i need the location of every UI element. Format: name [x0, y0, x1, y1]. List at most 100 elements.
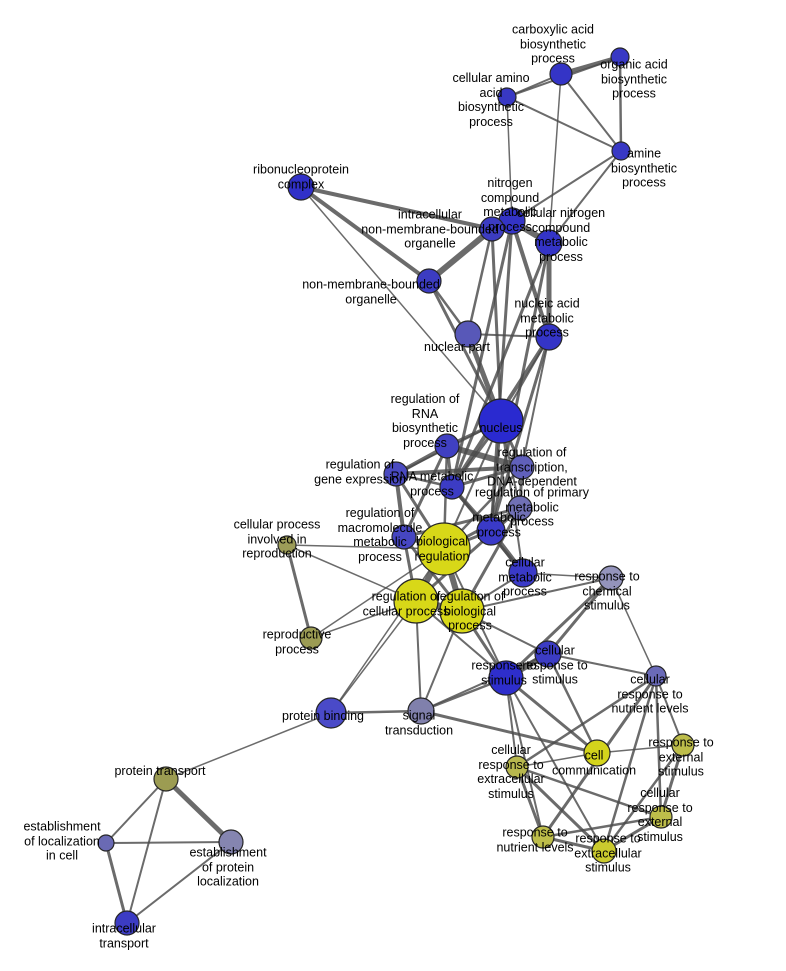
node-regulation-of-primary-metabolic-process[interactable] — [507, 495, 533, 521]
node-cell-communication[interactable] — [583, 739, 611, 767]
edge-cellular-response-to-stimulus--response-to-chemical-stimulus[interactable] — [546, 576, 613, 656]
node-cellular-response-to-extracellular-stimulus[interactable] — [505, 755, 529, 779]
edge-establishment-of-localization-in-cell--establishment-of-protein-localization[interactable] — [105, 841, 232, 844]
edge-nucleus--cellular-metabolic-process[interactable] — [500, 420, 524, 574]
node-metabolic-process[interactable] — [476, 516, 506, 546]
edge-cellular-process-involved-in-reproduction--reproductive-process[interactable] — [285, 543, 313, 640]
edge-non-membrane-bounded-organelle--nucleus[interactable] — [427, 279, 503, 423]
edge-cellular-response-to-nutrient-levels--cellular-response-to-external-stimulus[interactable] — [654, 674, 663, 819]
edge-signal-transduction--cell-communication[interactable] — [419, 709, 599, 755]
edge-ribonucleoprotein-complex--nucleus[interactable] — [300, 186, 502, 422]
edge-intracellular-non-membrane-bounded-organelle--nuclear-part[interactable] — [466, 227, 494, 336]
edge-cellular-response-to-nutrient-levels--response-to-external-stimulus[interactable] — [655, 675, 684, 746]
edge-response-to-stimulus--response-to-chemical-stimulus[interactable] — [504, 576, 613, 680]
edge-cellular-response-to-stimulus--cell-communication[interactable] — [546, 652, 599, 755]
node-organic-acid-biosynthetic-process[interactable] — [610, 47, 630, 67]
edge-protein-transport--establishment-of-localization-in-cell[interactable] — [105, 778, 167, 844]
node-ribonucleoprotein-complex[interactable] — [287, 173, 315, 201]
node-response-to-stimulus[interactable] — [488, 660, 524, 696]
edge-nitrogen-compound-metabolic-process--rna-metabolic-process[interactable] — [450, 219, 514, 489]
edge-protein-transport--establishment-of-protein-localization[interactable] — [163, 776, 234, 845]
node-establishment-of-localization-in-cell[interactable] — [97, 834, 115, 852]
node-biological-regulation[interactable] — [417, 522, 471, 576]
edge-ribonucleoprotein-complex--intracellular-non-membrane-bounded-organelle[interactable] — [299, 185, 494, 231]
node-nuclear-part[interactable] — [454, 320, 482, 348]
node-response-to-extracellular-stimulus[interactable] — [591, 838, 617, 864]
edge-cellular-response-to-stimulus--signal-transduction[interactable] — [420, 653, 549, 712]
edge-response-to-stimulus--response-to-extracellular-stimulus[interactable] — [505, 677, 605, 852]
node-cellular-response-to-stimulus[interactable] — [534, 640, 562, 668]
edge-cellular-response-to-stimulus--cellular-response-to-nutrient-levels[interactable] — [547, 653, 657, 677]
node-cellular-response-to-external-stimulus[interactable] — [649, 805, 673, 829]
edge-establishment-of-protein-localization--intracellular-transport[interactable] — [126, 841, 232, 924]
edge-cellular-response-to-nutrient-levels--cellular-response-to-extracellular-stimulus[interactable] — [515, 674, 658, 769]
edge-response-to-nutrient-levels--cellular-response-to-external-stimulus[interactable] — [541, 815, 663, 839]
edge-carboxylic-acid-biosynthetic-process--cellular-nitrogen-compound-metabolic-process[interactable] — [548, 73, 562, 244]
edge-response-to-chemical-stimulus--cellular-metabolic-process[interactable] — [522, 572, 612, 579]
edge-response-to-chemical-stimulus--cellular-response-to-nutrient-levels[interactable] — [610, 577, 657, 677]
edge-response-to-external-stimulus--cell-communication[interactable] — [596, 744, 684, 754]
node-protein-transport[interactable] — [153, 766, 179, 792]
node-cellular-process-involved-in-reproduction[interactable] — [277, 535, 297, 555]
edge-ribonucleoprotein-complex--non-membrane-bounded-organelle[interactable] — [299, 185, 431, 283]
edge-cellular-amino-acid-biosynthetic-process--amine-biosynthetic-process[interactable] — [506, 96, 622, 152]
node-cellular-nitrogen-compound-metabolic-process[interactable] — [535, 229, 563, 257]
edge-response-to-external-stimulus--cellular-response-to-external-stimulus[interactable] — [659, 743, 685, 819]
node-establishment-of-protein-localization[interactable] — [218, 829, 244, 855]
node-reproductive-process[interactable] — [299, 626, 323, 650]
edge-regulation-of-primary-metabolic-process--regulation-of-macromolecule-metabolic-process[interactable] — [402, 506, 522, 539]
edge-response-to-stimulus--response-to-nutrient-levels[interactable] — [505, 677, 544, 838]
node-nucleic-acid-metabolic-process[interactable] — [535, 323, 563, 351]
node-cellular-response-to-nutrient-levels[interactable] — [645, 665, 667, 687]
edge-amine-biosynthetic-process--cellular-nitrogen-compound-metabolic-process[interactable] — [548, 150, 622, 244]
edge-protein-binding--biological-regulation[interactable] — [330, 548, 445, 714]
node-regulation-of-biological-process[interactable] — [439, 588, 485, 634]
edge-cellular-response-to-extracellular-stimulus--response-to-nutrient-levels[interactable] — [515, 765, 545, 839]
node-regulation-of-macromolecule-metabolic-process[interactable] — [391, 524, 417, 550]
node-regulation-of-cellular-process[interactable] — [393, 578, 439, 624]
edge-cellular-process-involved-in-reproduction--regulation-of-cellular-process[interactable] — [286, 544, 417, 602]
node-response-to-external-stimulus[interactable] — [671, 733, 695, 757]
edge-nucleic-acid-metabolic-process--regulation-of-transcription-dna-dependent[interactable] — [521, 336, 550, 468]
node-cellular-amino-acid-biosynthetic-process[interactable] — [497, 87, 517, 107]
node-intracellular-non-membrane-bounded-organelle[interactable] — [479, 216, 505, 242]
edge-response-to-external-stimulus--response-to-extracellular-stimulus[interactable] — [602, 743, 685, 853]
edge-intracellular-non-membrane-bounded-organelle--non-membrane-bounded-organelle[interactable] — [426, 226, 495, 284]
edge-response-to-extracellular-stimulus--cellular-response-to-extracellular-stimulus[interactable] — [515, 765, 606, 853]
edge-regulation-of-transcription-dna-dependent--regulation-of-gene-expression[interactable] — [394, 465, 524, 476]
edge-regulation-of-rna-biosynthetic-process--regulation-of-macromolecule-metabolic-process[interactable] — [402, 444, 449, 539]
node-intracellular-transport[interactable] — [114, 910, 140, 936]
node-signal-transduction[interactable] — [407, 697, 435, 725]
edge-cellular-amino-acid-biosynthetic-process--nitrogen-compound-metabolic-process[interactable] — [506, 96, 513, 222]
edge-protein-transport--intracellular-transport[interactable] — [126, 778, 167, 924]
edge-carboxylic-acid-biosynthetic-process--amine-biosynthetic-process[interactable] — [560, 73, 622, 152]
edge-cellular-response-to-external-stimulus--cellular-response-to-extracellular-stimulus[interactable] — [515, 765, 663, 819]
node-protein-binding[interactable] — [315, 697, 347, 729]
edge-nucleic-acid-metabolic-process--metabolic-process[interactable] — [489, 335, 551, 533]
node-regulation-of-rna-biosynthetic-process[interactable] — [434, 433, 460, 459]
node-rna-metabolic-process[interactable] — [439, 474, 465, 500]
node-regulation-of-transcription-dna-dependent[interactable] — [509, 454, 535, 480]
edge-nitrogen-compound-metabolic-process--nucleic-acid-metabolic-process[interactable] — [510, 219, 551, 339]
node-cellular-metabolic-process[interactable] — [508, 558, 538, 588]
edge-establishment-of-localization-in-cell--intracellular-transport[interactable] — [104, 841, 129, 925]
node-regulation-of-gene-expression[interactable] — [383, 461, 409, 487]
node-amine-biosynthetic-process[interactable] — [611, 141, 631, 161]
edge-cellular-nitrogen-compound-metabolic-process--rna-metabolic-process[interactable] — [450, 241, 551, 489]
edge-regulation-of-rna-biosynthetic-process--regulation-of-transcription-dna-dependent[interactable] — [444, 443, 525, 470]
edge-intracellular-non-membrane-bounded-organelle--nucleus[interactable] — [490, 227, 503, 423]
edge-response-to-chemical-stimulus--regulation-of-biological-process[interactable] — [461, 577, 612, 612]
node-nucleus[interactable] — [478, 398, 524, 444]
edge-reproductive-process--biological-regulation[interactable] — [310, 548, 445, 639]
edge-response-to-stimulus--cell-communication[interactable] — [504, 676, 599, 755]
node-response-to-nutrient-levels[interactable] — [531, 825, 555, 849]
edge-amine-biosynthetic-process--nitrogen-compound-metabolic-process[interactable] — [511, 150, 622, 222]
node-carboxylic-acid-biosynthetic-process[interactable] — [549, 62, 573, 86]
edge-organic-acid-biosynthetic-process--amine-biosynthetic-process[interactable] — [618, 55, 623, 153]
edge-protein-binding--protein-transport[interactable] — [165, 712, 332, 780]
edge-protein-binding--regulation-of-cellular-process[interactable] — [330, 600, 417, 714]
node-response-to-chemical-stimulus[interactable] — [598, 565, 624, 591]
node-non-membrane-bounded-organelle[interactable] — [416, 268, 442, 294]
edge-cellular-response-to-nutrient-levels--response-to-extracellular-stimulus[interactable] — [602, 674, 658, 853]
